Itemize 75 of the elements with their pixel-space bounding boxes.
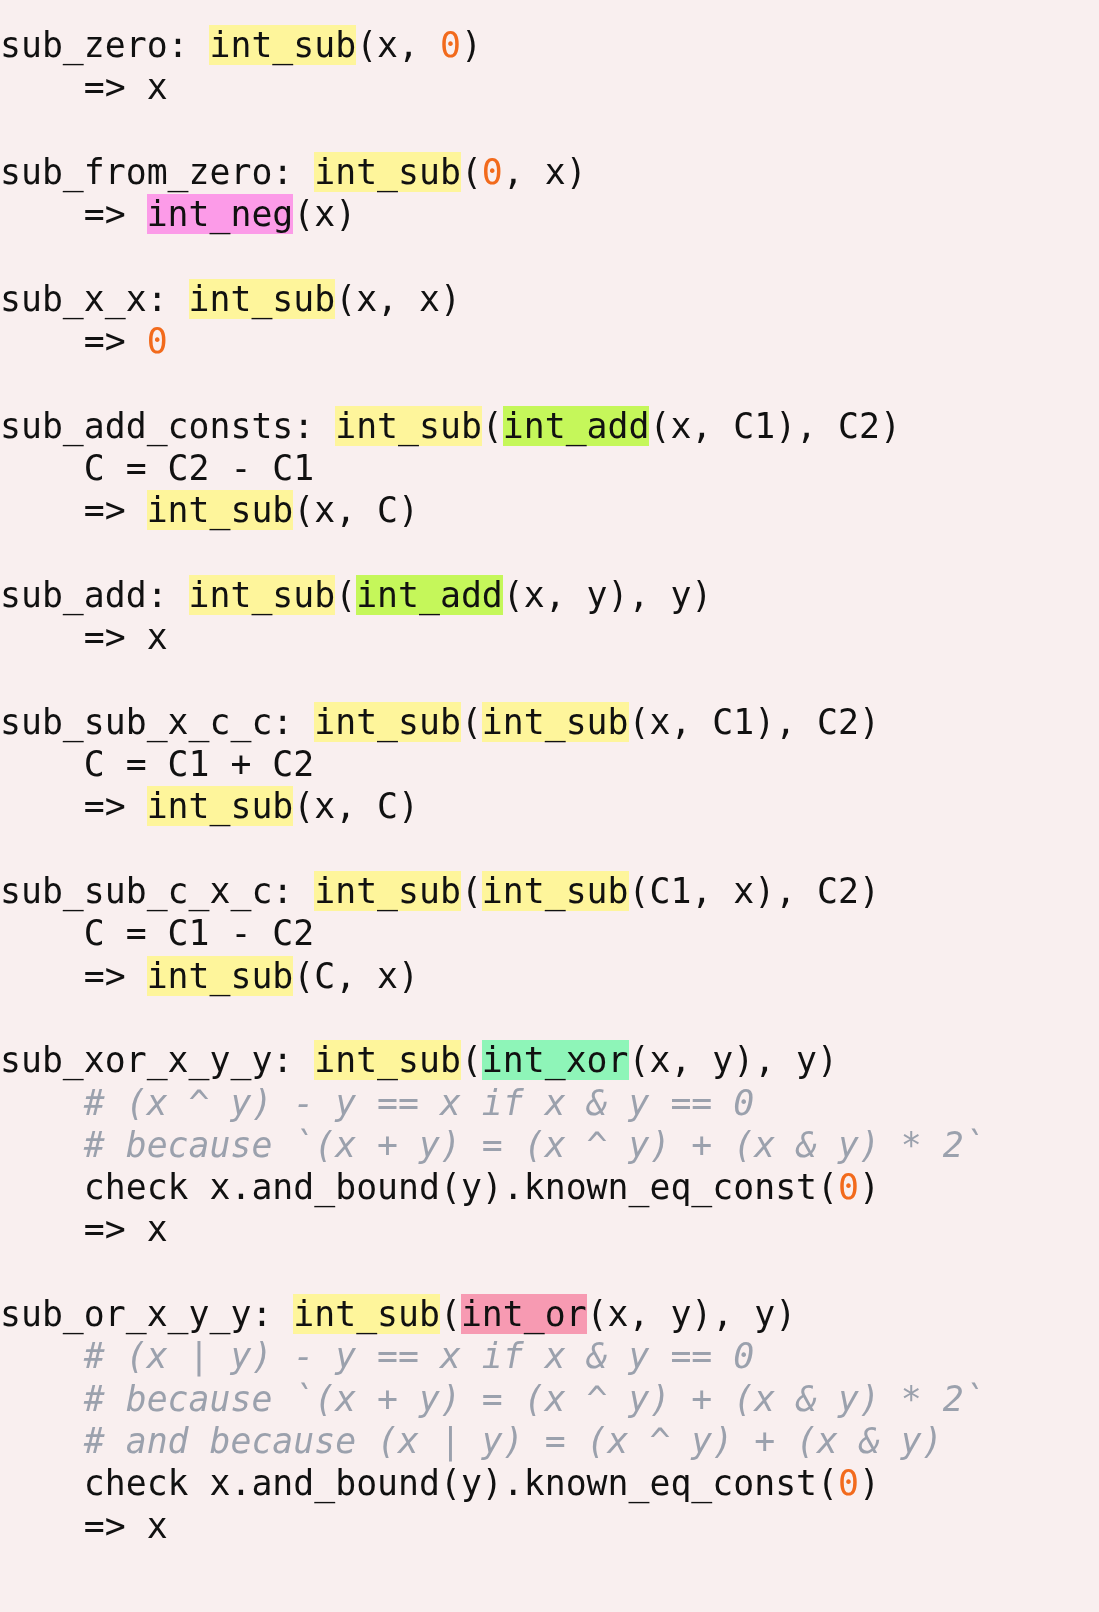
highlighted-function: int_sub [314,701,461,742]
numeric-literal: 0 [838,1463,859,1504]
highlighted-function: int_sub [146,786,294,827]
numeric-literal: 0 [146,321,168,362]
code-text: ( [460,1040,482,1081]
code-text: , x) [502,152,587,193]
highlighted-function: int_add [356,575,503,615]
code-text: ( [460,871,482,912]
code-text: => [83,321,126,362]
code-text: (x, [356,25,419,66]
code-text: (x, C) [293,786,419,827]
code-text: ( [460,701,482,742]
code-text: (x, y), y) [586,1294,797,1335]
code-comment: # and because (x | y) = (x ^ y) + (x & y) [83,1420,943,1461]
code-text: sub_or_x_y_y: [0,1294,273,1335]
code-text: sub_x_x: [0,278,168,319]
highlighted-function: int_or [460,1294,587,1335]
code-text: sub_from_zero: [0,152,294,193]
code-text: sub_xor_x_y_y: [0,1040,294,1081]
numeric-literal: 0 [439,25,461,66]
numeric-literal: 0 [481,152,503,193]
code-text: C = C1 - C2 [83,913,315,954]
highlighted-function: int_sub [314,1040,461,1081]
code-text: => [83,194,126,235]
code-text: => x [83,617,168,658]
code-comment: # (x | y) - y == x if x & y == 0 [83,1336,755,1377]
code-text: => [83,786,126,827]
code-text: => x [83,1505,168,1546]
code-text: sub_zero: [0,25,189,66]
code-text: (C, x) [293,955,419,996]
code-text: => [83,490,126,531]
code-comment: # because `(x + y) = (x ^ y) + (x & y) * 2` [83,1378,985,1419]
code-text: C = C1 + C2 [83,744,315,785]
highlighted-function: int_sub [314,871,461,912]
code-text: ( [439,1294,461,1335]
code-text: (x, C) [293,490,419,531]
code-text: sub_add: [0,575,168,615]
highlighted-function: int_sub [314,152,461,193]
code-text: (x) [293,194,357,235]
code-text: (x, C1), C2) [649,405,901,446]
code-text: ) [858,1167,880,1208]
highlighted-function: int_neg [146,194,294,235]
code-text: (x, y), y) [502,575,713,615]
code-text: (x, y), y) [628,1040,838,1081]
highlighted-function: int_sub [188,575,336,615]
highlighted-function: int_sub [481,871,629,912]
highlighted-function: int_sub [335,405,482,446]
highlighted-function: int_sub [209,25,357,66]
code-text: => [83,955,126,996]
code-text: (C1, x), C2) [628,871,880,912]
highlighted-function: int_add [502,405,650,446]
highlighted-function: int_sub [188,278,336,319]
code-text: sub_add_consts: [0,405,315,446]
code-text: ( [481,405,503,446]
code-text: sub_sub_c_x_c: [0,871,294,912]
code-text: C = C2 - C1 [83,448,315,489]
highlighted-function: int_sub [146,490,294,531]
code-text: => x [83,1209,168,1250]
code-text: ( [460,152,482,193]
code-text: ( [335,575,357,615]
highlighted-function: int_sub [146,955,294,996]
code-text: sub_sub_x_c_c: [0,701,294,742]
highlighted-function: int_sub [481,701,629,742]
code-comment: # because `(x + y) = (x ^ y) + (x & y) * 2` [83,1124,985,1165]
highlighted-function: int_xor [481,1040,629,1081]
code-text: check x.and_bound(y).known_eq_const( [83,1463,838,1504]
numeric-literal: 0 [838,1167,859,1208]
code-text: ) [858,1463,880,1504]
code-text: => x [83,67,168,108]
highlighted-function: int_sub [293,1294,440,1335]
code-comment: # (x ^ y) - y == x if x & y == 0 [83,1082,755,1123]
code-text: check x.and_bound(y).known_eq_const( [83,1167,838,1208]
code-text: (x, x) [335,278,461,319]
code-text: ) [460,25,482,66]
code-text: (x, C1), C2) [628,701,880,742]
